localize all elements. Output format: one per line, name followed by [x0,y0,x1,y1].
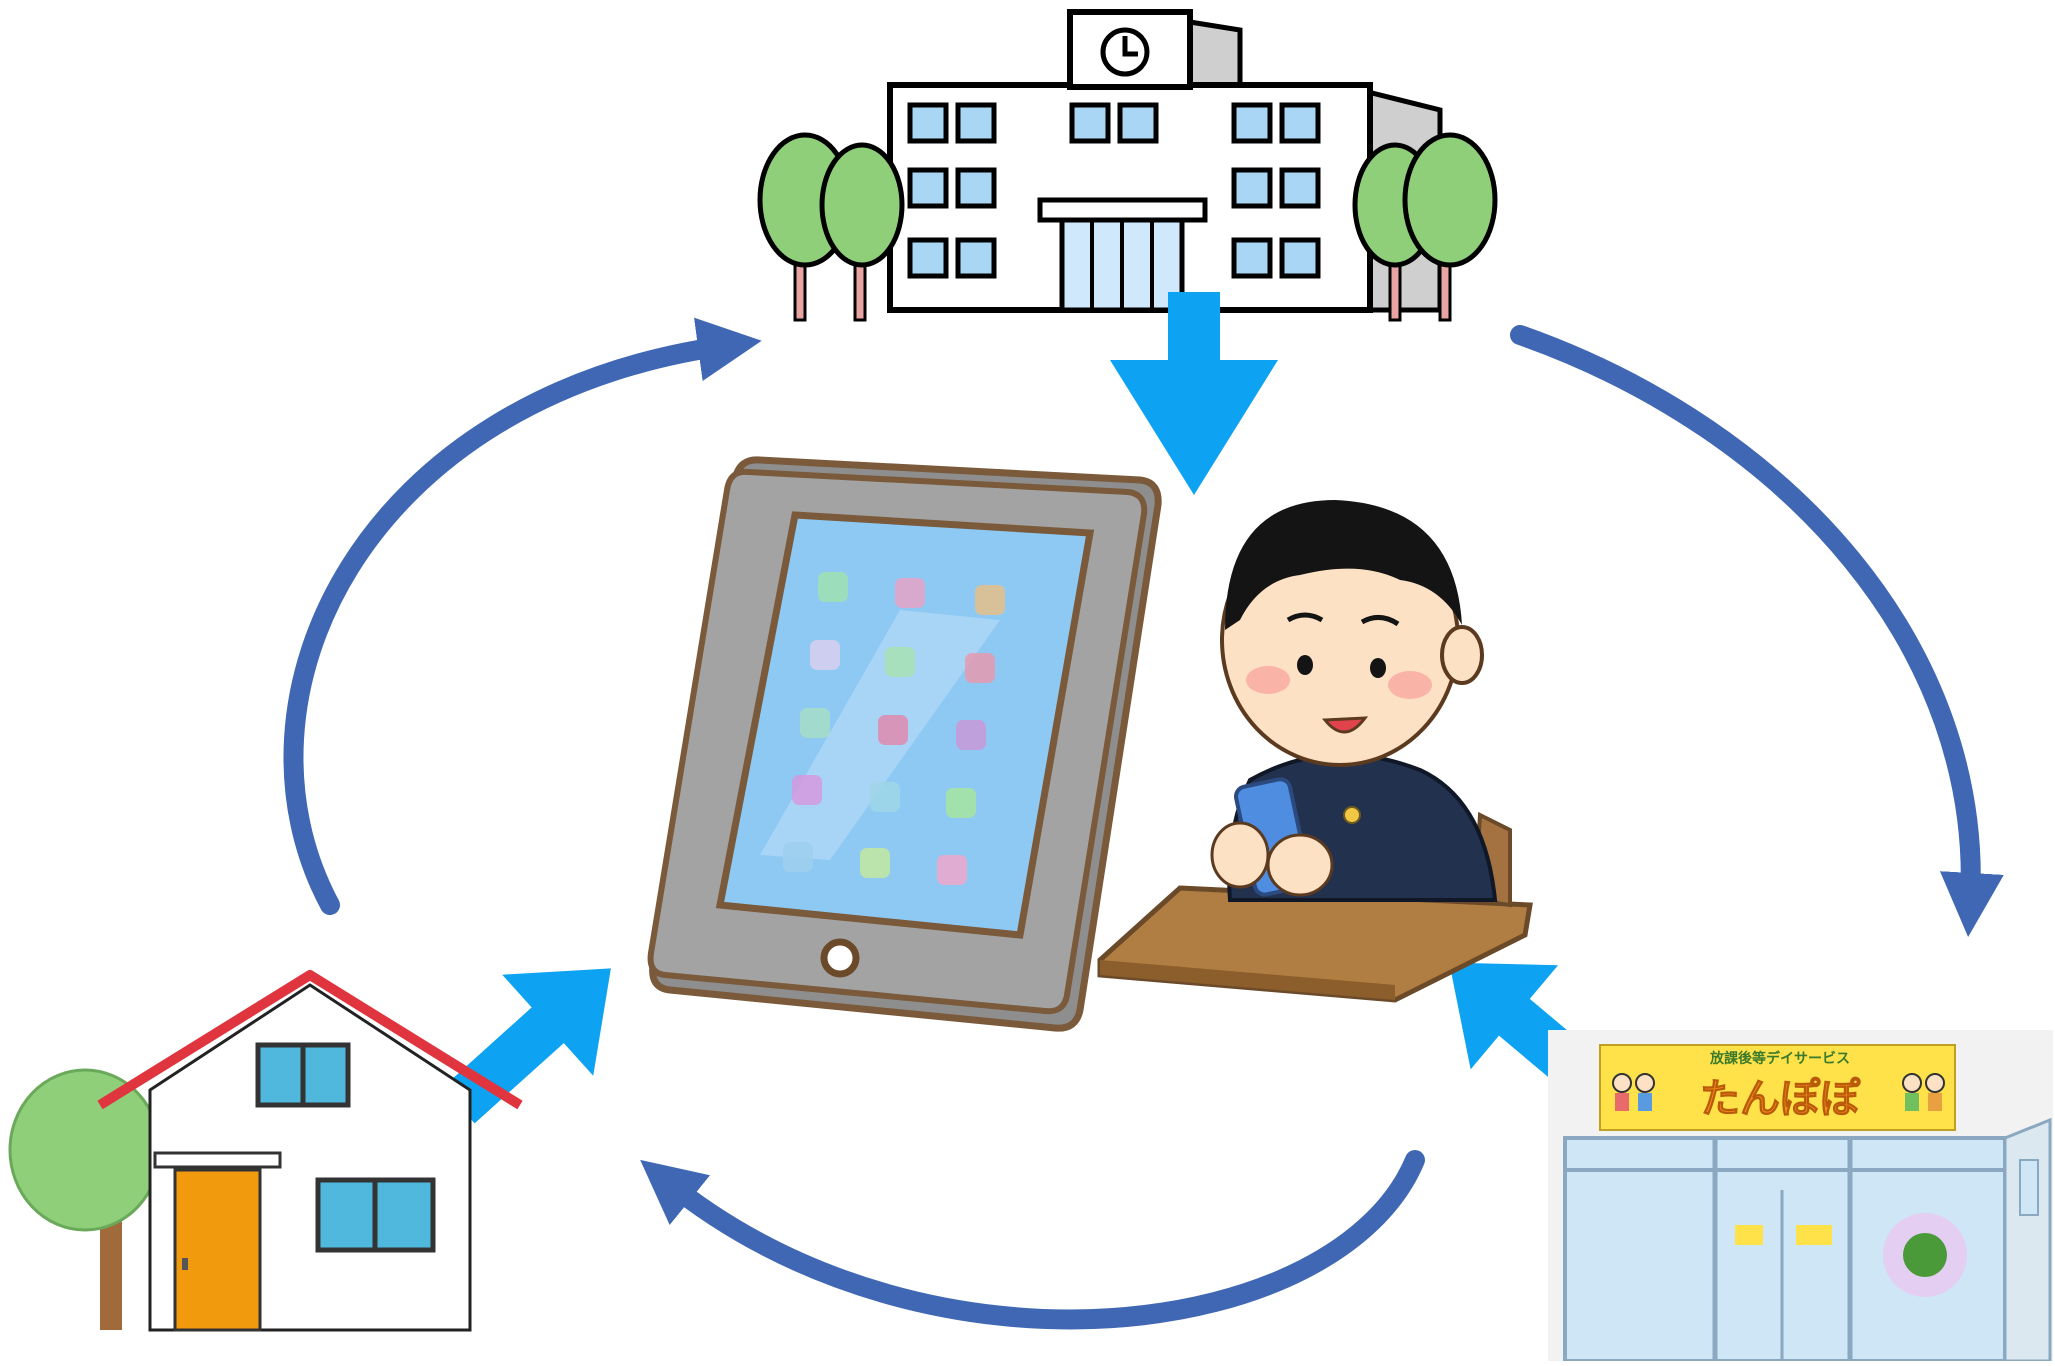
facility-sign-name: たんぽぽ [1700,1076,1861,1122]
home-button [820,938,860,978]
school-windows [907,102,1321,279]
facility-sign [1599,1044,1956,1131]
arrow-school-to-tablet [1110,292,1278,495]
student-with-smartphone-icon [1097,500,1533,1003]
tablet-icon [647,456,1162,1032]
facility-sign-subtitle: 放課後等デイサービス [1709,1050,1850,1067]
app-icons [783,572,1005,885]
day-service-facility-icon: 放課後等デイサービス たんぽぽ [1548,1030,2053,1363]
cycle-arrow-dayservice-to-home [640,1150,1425,1330]
cycle-arrow-home-to-school [283,317,762,915]
cycle-arrow-school-to-dayservice [1510,325,2004,937]
school-building-icon [757,9,1498,322]
tree-icon [757,132,905,322]
cycle-arrows [283,317,2004,1330]
house-icon [8,970,523,1332]
tree-icon [1352,132,1498,322]
children-icon [1612,1073,1945,1111]
tree-icon [8,1068,162,1232]
